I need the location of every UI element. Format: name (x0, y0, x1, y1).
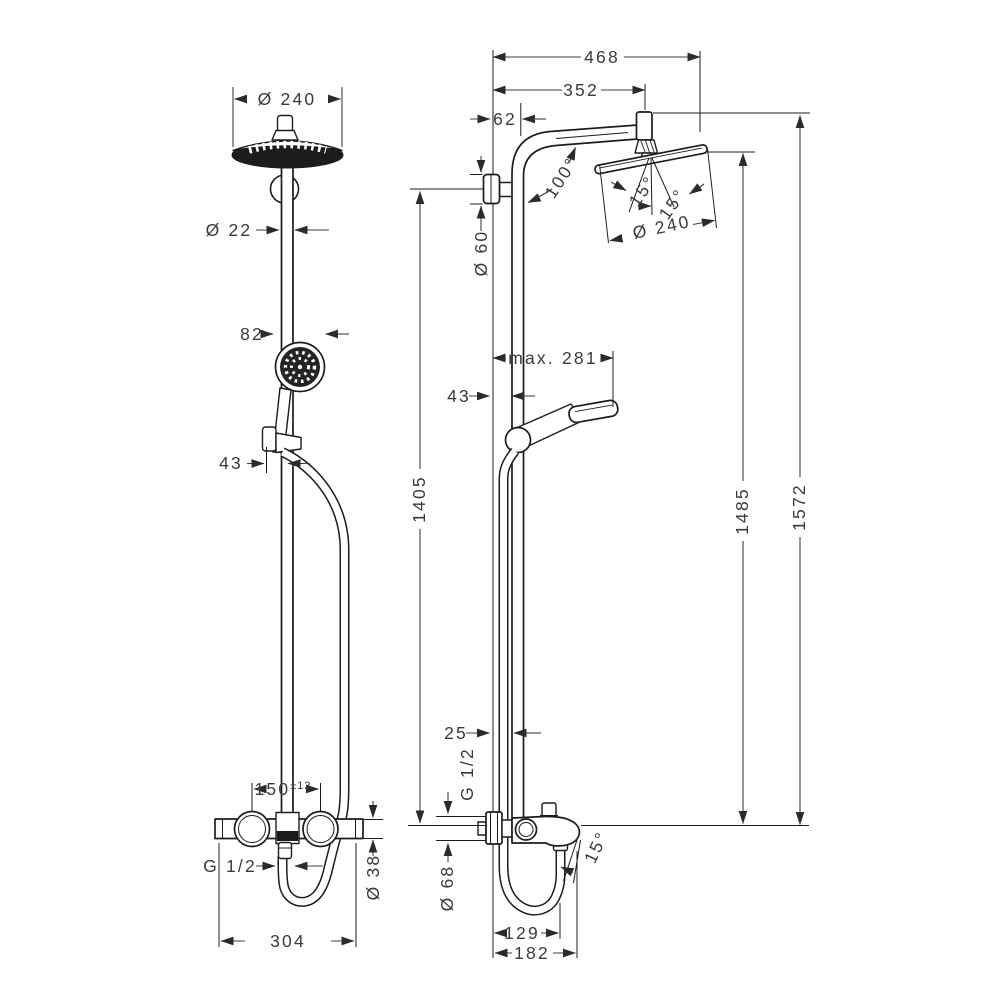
dim-thread-side: G 1/2 (457, 747, 477, 801)
dim-arm-angle: 100° (541, 153, 582, 202)
arm-highlight (555, 132, 629, 139)
dim-spout-angle: 15° (580, 828, 612, 866)
dim-inlet-centers-value: 150 (254, 779, 290, 799)
handshower-paddle (568, 399, 619, 424)
pipe-and-arm (511, 124, 639, 819)
dim-pipe-diameter: Ø 22 (206, 220, 253, 240)
side-geometry (477, 50, 708, 958)
diverter-plug (541, 802, 557, 817)
valve-knob-left (233, 810, 271, 848)
dim-spout-reach: 182 (514, 943, 550, 963)
dim-reach-arm: 352 (563, 80, 599, 100)
dim-handshower-reach: max. 281 (508, 348, 598, 368)
valve-flange-side (485, 811, 503, 845)
riser-pipe (280, 140, 294, 820)
valve-center-dark (276, 831, 299, 841)
front-view: Ø 240 Ø 22 82 43 150±12 (203, 87, 383, 951)
ball-hatch (640, 139, 655, 153)
nozzle-ring-inner (290, 357, 310, 377)
overhead-shower-cap (232, 140, 343, 152)
front-dimensions: Ø 240 Ø 22 82 43 150±12 (203, 87, 383, 951)
holder-bracket (261, 426, 277, 452)
valve-knob-right (302, 810, 339, 848)
side-hose (498, 447, 566, 916)
dim-handshower-diameter: 82 (240, 324, 264, 344)
dim-height-total: 1572 (789, 483, 809, 531)
side-view: 468 352 62 Ø 60 100° (408, 47, 810, 963)
nozzle-ring-outer (283, 350, 317, 384)
holder-pivot (504, 426, 532, 454)
holder-clip (275, 432, 302, 454)
side-dimensions: 468 352 62 Ø 60 100° (408, 47, 810, 963)
dim-head-diameter-side: Ø 240 (631, 211, 693, 243)
inlet-stub (477, 821, 487, 836)
front-geometry (214, 114, 364, 907)
front-hose (277, 447, 350, 907)
dim-wall-offset: 62 (493, 109, 517, 129)
dim-valve-width: 304 (270, 931, 306, 951)
dim-thread-front: G 1/2 (203, 856, 257, 876)
arm-connector (635, 111, 653, 141)
dim-reach-total: 468 (584, 47, 620, 67)
dim-pipe-offset: 25 (444, 723, 468, 743)
valve-connector-side (501, 819, 513, 838)
valve-knob-right-inner (306, 815, 335, 843)
dim-valve-diameter: Ø 38 (363, 854, 383, 901)
dim-holder-offset: 43 (219, 453, 243, 473)
dim-holder-offset-side: 43 (447, 386, 471, 406)
nozzle-center (297, 364, 303, 370)
valve-knob-side-inner (518, 822, 534, 837)
hose-nut (277, 841, 293, 860)
wall-bracket-stem (498, 181, 514, 198)
dim-head-diameter: Ø 240 (258, 89, 317, 109)
dim-height-head: 1485 (732, 487, 752, 535)
valve-knob-left-inner (238, 815, 266, 843)
head-collar (271, 129, 299, 141)
dim-inlet-centers: 150±12 (254, 779, 311, 799)
dim-inlet-tolerance: ±12 (290, 780, 311, 792)
dim-height-bracket: 1405 (409, 475, 429, 523)
dim-head-tilt-a: 15° (625, 172, 660, 211)
dim-hose-reach: 129 (504, 923, 540, 943)
dim-escutcheon-diameter: Ø 60 (471, 230, 491, 277)
dim-flange-diameter: Ø 68 (437, 865, 457, 912)
spray-slots (247, 140, 328, 154)
